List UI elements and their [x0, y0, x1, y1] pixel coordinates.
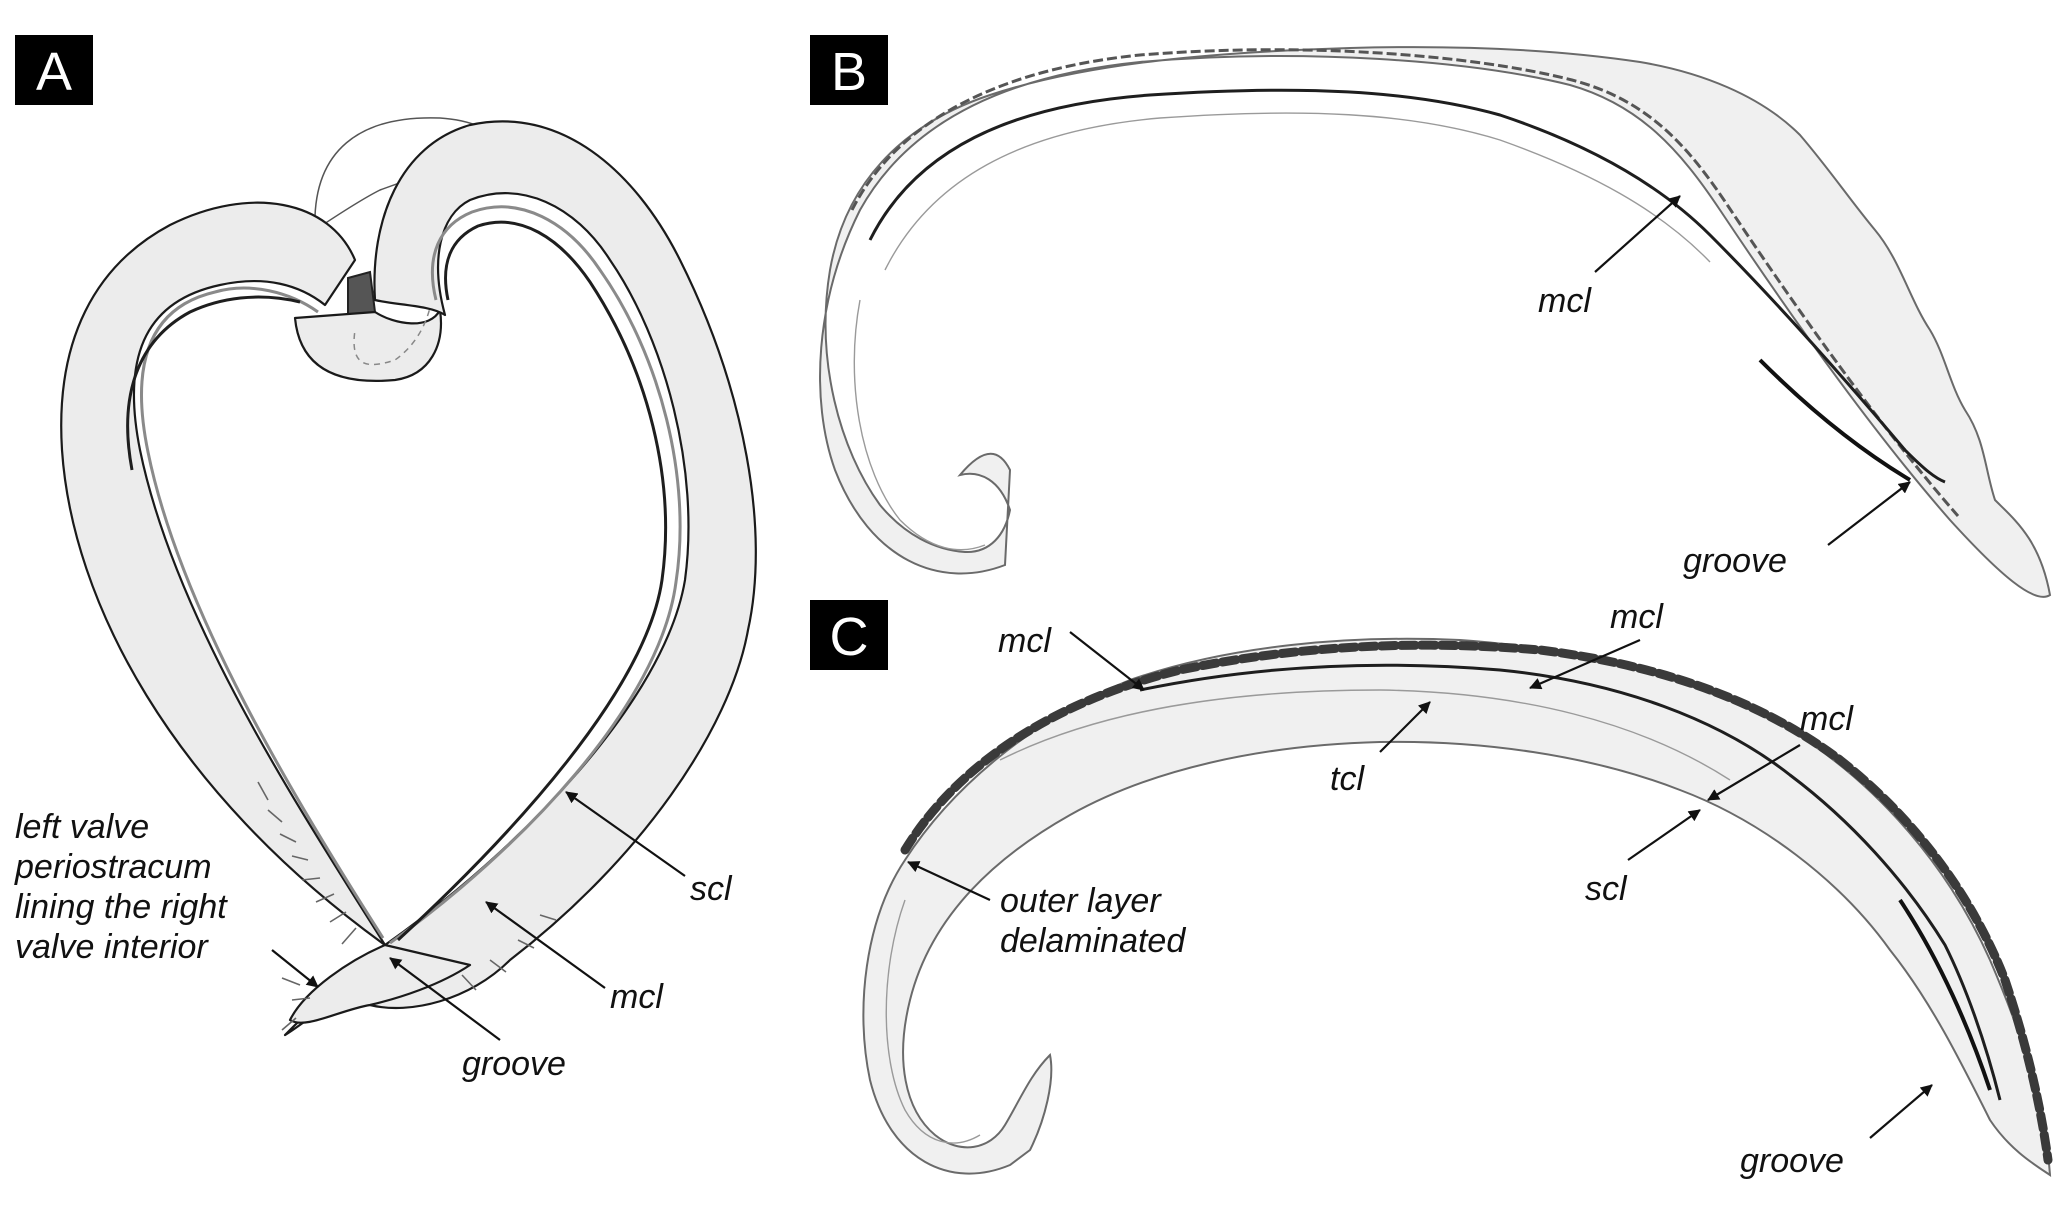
panel-c-outer-dark: [900, 640, 2053, 1165]
panel-b-shell-section: [819, 46, 2052, 598]
panel-c-tcl-label: tcl: [1330, 760, 1365, 798]
panel-c-mcl-left-label: mcl: [998, 622, 1052, 660]
panel-c-outer-layer-label: outer layer delaminated: [1000, 882, 1186, 960]
panel-a-heart-shell: [60, 117, 757, 1037]
panel-b-hook-inner: [853, 299, 986, 551]
panel-c-groove-arrow: [1869, 1084, 1933, 1139]
panel-c-groove-label: groove: [1740, 1142, 1844, 1180]
hinge-tooth: [347, 270, 377, 320]
panel-b-letter: B: [831, 42, 867, 102]
left-valve-mcl-line: [140, 286, 385, 939]
panel-c-mcl-top-arrow: [1529, 638, 1641, 690]
left-valve-inner-line: [126, 295, 301, 471]
panel-c-mcl-left-arrow: [1069, 631, 1145, 691]
panel-c-groove-line: [1898, 898, 1992, 1091]
left-valve: [60, 201, 387, 947]
hinge-socket: [293, 308, 442, 382]
panel-c-mcl-right-arrow: [1707, 744, 1801, 801]
panel-b-mcl-label: mcl: [1538, 282, 1592, 320]
panel-a-groove-label: groove: [462, 1045, 566, 1083]
panel-a-letter: A: [36, 42, 72, 102]
panel-c: C mcl mcl tcl mcl scl outer layer delami…: [810, 598, 2053, 1180]
panel-a-periostracum-arrow: [271, 949, 319, 988]
panel-b-groove-line: [1758, 358, 1912, 482]
panel-a-letter-box: [15, 35, 93, 105]
panel-a: A: [14, 35, 757, 1083]
panel-a-groove-arrow: [389, 957, 501, 1041]
panel-b-groove-arrow: [1827, 481, 1911, 546]
panel-c-scl-label: scl: [1585, 870, 1628, 908]
panel-b-shell-body: [819, 46, 2052, 598]
panel-c-mcl-line: [1139, 663, 2002, 1101]
panel-c-letter-box: [810, 600, 888, 670]
panel-c-tcl-arrow: [1379, 701, 1431, 753]
panel-a-scl-arrow: [565, 791, 686, 877]
panel-b-letter-box: [810, 35, 888, 105]
periostracum-hairs: [257, 781, 557, 1031]
panel-b-inner-line: [884, 112, 1711, 271]
panel-b-mcl-line: [868, 88, 1946, 484]
panel-a-mcl-label: mcl: [610, 978, 664, 1016]
panel-c-tcl-line: [999, 689, 1731, 781]
panel-b: B mcl groove: [810, 35, 2052, 598]
panel-c-hook-inner: [885, 899, 981, 1144]
panel-c-scl-arrow: [1627, 809, 1701, 861]
panel-c-outer-layer-arrow: [907, 861, 991, 901]
panel-b-outer-edge: [850, 48, 1960, 517]
panel-a-scl-label: scl: [690, 870, 733, 908]
right-valve-mcl-line: [389, 205, 682, 945]
right-valve-inner-line: [396, 220, 668, 942]
panel-b-mcl-arrow: [1594, 195, 1681, 273]
panel-c-letter: C: [830, 607, 869, 667]
panel-c-mcl-right-label: mcl: [1800, 700, 1854, 738]
panel-b-groove-label: groove: [1683, 542, 1787, 580]
panel-c-mcl-top-label: mcl: [1610, 598, 1664, 636]
panel-a-periostracum-label: left valve periostracum lining the right…: [14, 808, 236, 966]
panel-a-mcl-arrow: [485, 901, 606, 989]
